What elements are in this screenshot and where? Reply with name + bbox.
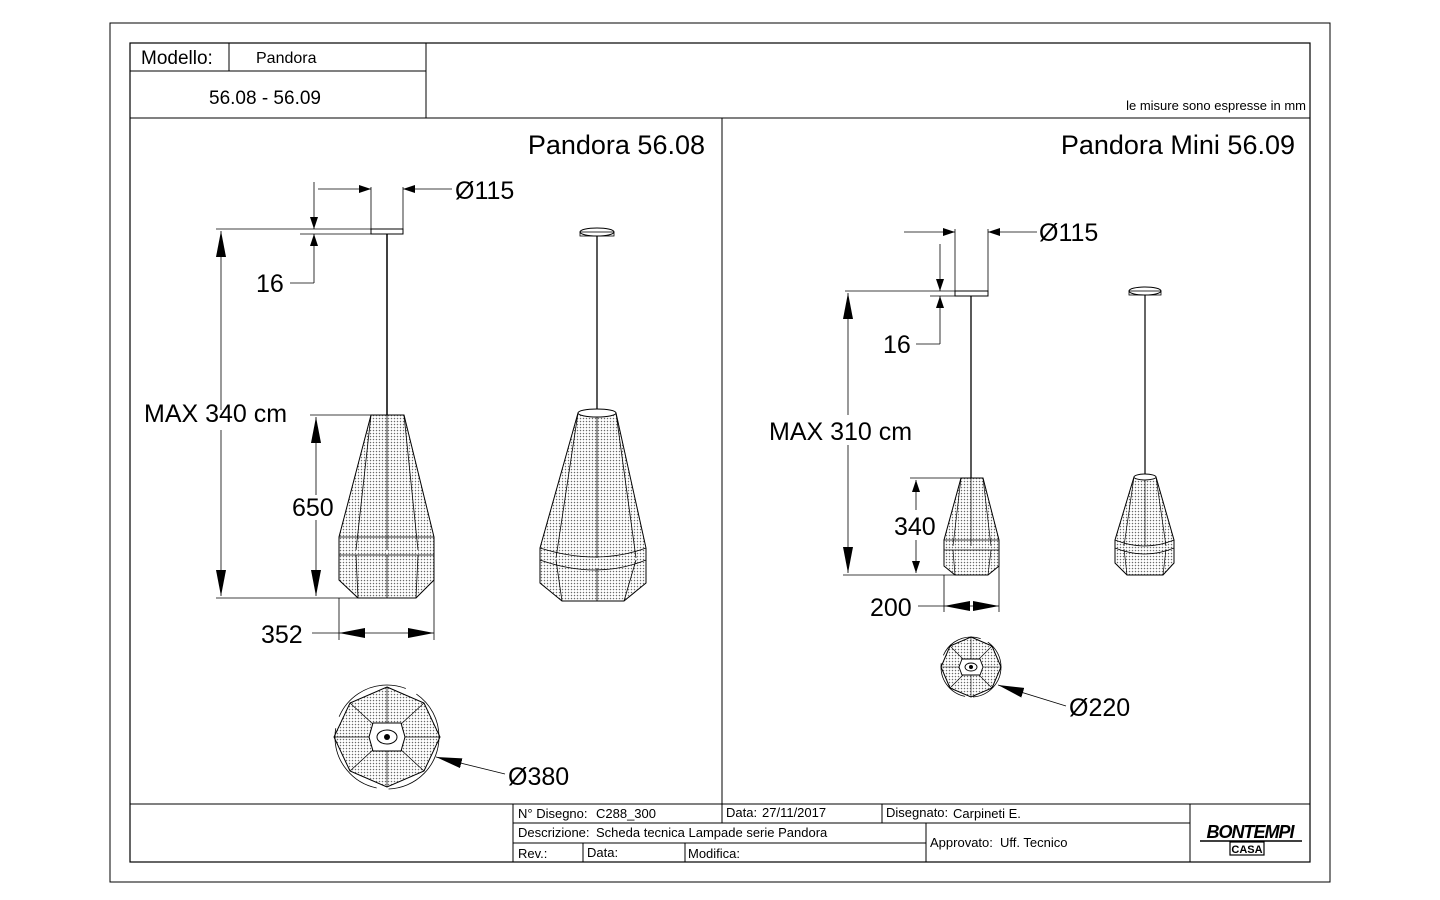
right-canopy-diameter: Ø115 bbox=[1039, 219, 1098, 247]
title-block: N° Disegno: C288_300 Data: 27/11/2017 Di… bbox=[130, 803, 1310, 862]
left-shade-width: 352 bbox=[261, 621, 303, 649]
right-panel: Pandora Mini 56.09 Ø115 16 MAX 310 cm bbox=[769, 130, 1295, 722]
units-note: le misure sono espresse in mm bbox=[1126, 98, 1306, 113]
rev-date-label: Data: bbox=[587, 845, 618, 860]
pandora-mini-perspective-view bbox=[1114, 286, 1175, 576]
left-panel-title: Pandora 56.08 bbox=[528, 130, 705, 160]
right-shade-height: 340 bbox=[894, 513, 936, 541]
drawing-no: C288_300 bbox=[596, 806, 656, 821]
drawing-no-label: N° Disegno: bbox=[518, 806, 588, 821]
model-value: Pandora bbox=[256, 50, 317, 67]
approved-label: Approvato: bbox=[930, 835, 993, 850]
logo-sub-text: CASA bbox=[1231, 844, 1262, 856]
right-dimensions: Ø115 16 MAX 310 cm 340 200 bbox=[769, 219, 1098, 622]
bontempi-casa-logo: BONTEMPI CASA bbox=[1200, 822, 1302, 856]
right-top-diameter: Ø220 bbox=[1069, 694, 1130, 722]
left-canopy-diameter: Ø115 bbox=[455, 177, 514, 205]
left-panel: Pandora 56.08 Ø115 16 MAX 340 cm bbox=[144, 130, 705, 791]
outer-sheet-border bbox=[109, 22, 1331, 883]
description-label: Descrizione: bbox=[518, 825, 590, 840]
right-canopy-height: 16 bbox=[883, 331, 911, 359]
description-value: Scheda tecnica Lampade serie Pandora bbox=[596, 825, 828, 840]
approved-by: Uff. Tecnico bbox=[1000, 835, 1067, 850]
right-max-length: MAX 310 cm bbox=[769, 418, 912, 446]
model-label: Modello: bbox=[141, 48, 213, 69]
rev-label: Rev.: bbox=[518, 846, 547, 861]
left-dimensions: Ø115 16 MAX 340 cm 650 352 bbox=[144, 177, 514, 649]
pandora-large-front-view bbox=[338, 228, 435, 599]
drawn-by: Carpineti E. bbox=[953, 806, 1021, 821]
pandora-mini-front-view bbox=[943, 290, 1000, 576]
model-codes: 56.08 - 56.09 bbox=[209, 88, 321, 109]
left-shade-height: 650 bbox=[292, 494, 334, 522]
modify-label: Modifica: bbox=[688, 846, 740, 861]
pandora-large-perspective-view bbox=[539, 227, 647, 602]
pandora-mini-top-view bbox=[940, 636, 1002, 698]
date-label: Data: bbox=[726, 805, 757, 820]
inner-frame bbox=[129, 42, 1311, 863]
drawn-label: Disegnato: bbox=[886, 805, 948, 820]
left-max-length: MAX 340 cm bbox=[144, 400, 287, 428]
date-value: 27/11/2017 bbox=[762, 805, 826, 820]
left-top-diameter: Ø380 bbox=[508, 763, 569, 791]
left-canopy-height: 16 bbox=[256, 270, 284, 298]
header-block: Modello: Pandora 56.08 - 56.09 le misure… bbox=[130, 43, 1310, 119]
pandora-large-top-view bbox=[333, 684, 441, 790]
shade bbox=[338, 414, 435, 599]
canopy bbox=[370, 228, 404, 235]
right-shade-width: 200 bbox=[870, 594, 912, 622]
right-panel-title: Pandora Mini 56.09 bbox=[1061, 130, 1295, 160]
logo-main-text: BONTEMPI bbox=[1206, 822, 1295, 842]
